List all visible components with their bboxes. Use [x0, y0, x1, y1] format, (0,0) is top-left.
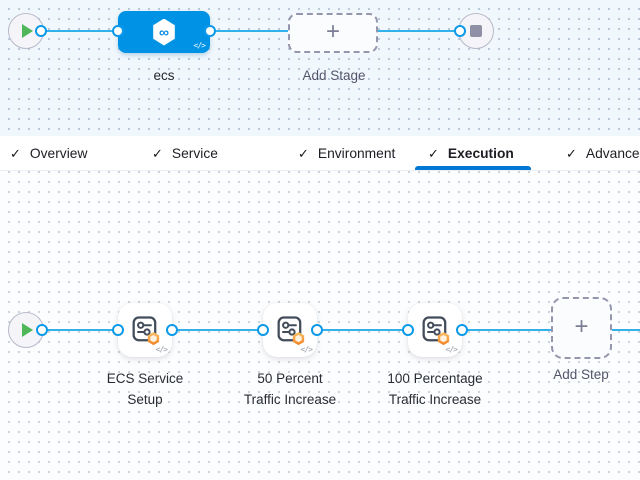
step-node-ecs-service-setup[interactable]: </>: [118, 303, 172, 357]
step-node-100-percentage-traffic-increase[interactable]: </>: [408, 303, 462, 357]
connector-port: [453, 24, 466, 37]
step-label: 50 Percent Traffic Increase: [243, 371, 337, 407]
code-icon: </>: [155, 345, 168, 354]
code-icon: </>: [300, 345, 313, 354]
stop-icon: [470, 25, 482, 37]
tab-advanced[interactable]: ✓ Advanced: [566, 136, 640, 171]
tab-service[interactable]: ✓ Service: [152, 136, 218, 171]
active-tab-indicator: [415, 166, 531, 170]
stage-config-tabbar: ✓ Overview ✓ Service ✓ Environment ✓ Exe…: [0, 136, 640, 171]
connector-port: [111, 323, 124, 336]
step-settings-icon: [422, 316, 450, 346]
connector-port: [256, 323, 269, 336]
tab-environment[interactable]: ✓ Environment: [298, 136, 395, 171]
infinity-glyph: ∞: [159, 24, 169, 40]
connector-port: [310, 323, 323, 336]
connector-line: [172, 329, 263, 331]
execution-graph-canvas: </> </>: [0, 171, 640, 480]
tab-overview[interactable]: ✓ Overview: [10, 136, 87, 171]
check-icon: ✓: [566, 146, 577, 161]
connector-line: [44, 329, 118, 331]
plus-icon: +: [325, 18, 340, 45]
step-settings-icon: [132, 316, 160, 346]
step-label: ECS Service Setup: [106, 371, 184, 407]
check-icon: ✓: [10, 146, 21, 161]
harness-cd-icon: ∞: [153, 18, 175, 46]
connector-port: [165, 323, 178, 336]
code-icon: </>: [193, 41, 206, 50]
add-stage-button[interactable]: +: [288, 13, 378, 53]
step-settings-icon: [277, 316, 305, 346]
connector-port: [34, 24, 47, 37]
tab-label: Environment: [317, 146, 396, 161]
stage-graph-canvas: ∞ </> + ecs Add Stage: [0, 0, 640, 136]
check-icon: ✓: [298, 146, 309, 161]
check-icon: ✓: [428, 146, 439, 161]
code-icon: </>: [445, 345, 458, 354]
add-stage-label: Add Stage: [302, 68, 366, 83]
connector-line: [43, 30, 458, 32]
stage-name-label: ecs: [153, 68, 175, 83]
play-icon: [22, 24, 33, 38]
connector-line: [462, 329, 552, 331]
orange-hex-badge: [292, 332, 305, 346]
stage-node-ecs[interactable]: ∞ </>: [118, 11, 210, 53]
connector-port: [35, 323, 48, 336]
tab-label: Overview: [29, 146, 88, 161]
add-step-button[interactable]: +: [551, 297, 612, 359]
orange-hex-badge: [437, 332, 450, 346]
tab-label: Execution: [447, 146, 514, 161]
step-label: 100 Percentage Traffic Increase: [387, 371, 483, 407]
check-icon: ✓: [152, 146, 163, 161]
orange-hex-badge: [147, 332, 160, 346]
step-node-50-percent-traffic-increase[interactable]: </>: [263, 303, 317, 357]
add-step-label: Add Step: [553, 367, 609, 382]
connector-port: [455, 323, 468, 336]
connector-port: [111, 24, 124, 37]
tab-label: Advanced: [585, 146, 640, 161]
play-icon: [22, 323, 33, 337]
plus-icon: +: [574, 313, 589, 340]
connector-port: [401, 323, 414, 336]
connector-line: [611, 329, 640, 331]
tab-label: Service: [171, 146, 218, 161]
tab-execution[interactable]: ✓ Execution: [428, 136, 514, 171]
connector-port: [203, 24, 216, 37]
connector-line: [317, 329, 408, 331]
